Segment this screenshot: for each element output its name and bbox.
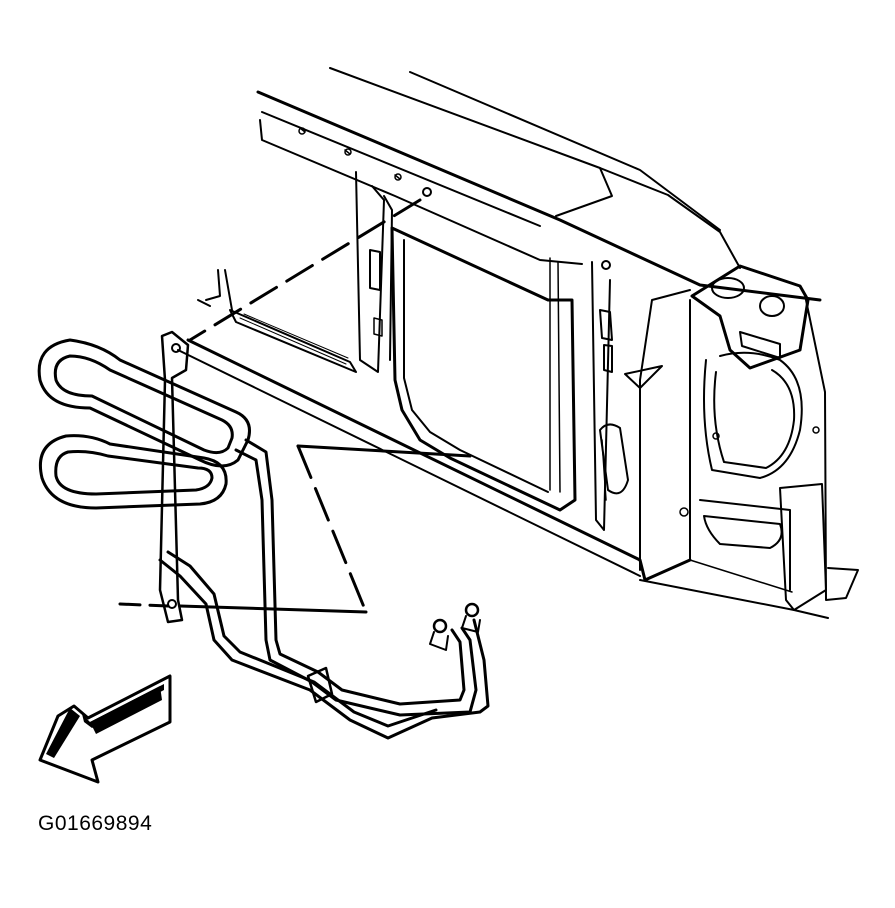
leader-lines — [118, 198, 472, 614]
figure-id-label: G01669894 — [38, 812, 153, 835]
front-direction-arrow-icon — [38, 674, 172, 784]
oil-cooler — [37, 330, 490, 740]
radiator-support — [177, 67, 859, 619]
